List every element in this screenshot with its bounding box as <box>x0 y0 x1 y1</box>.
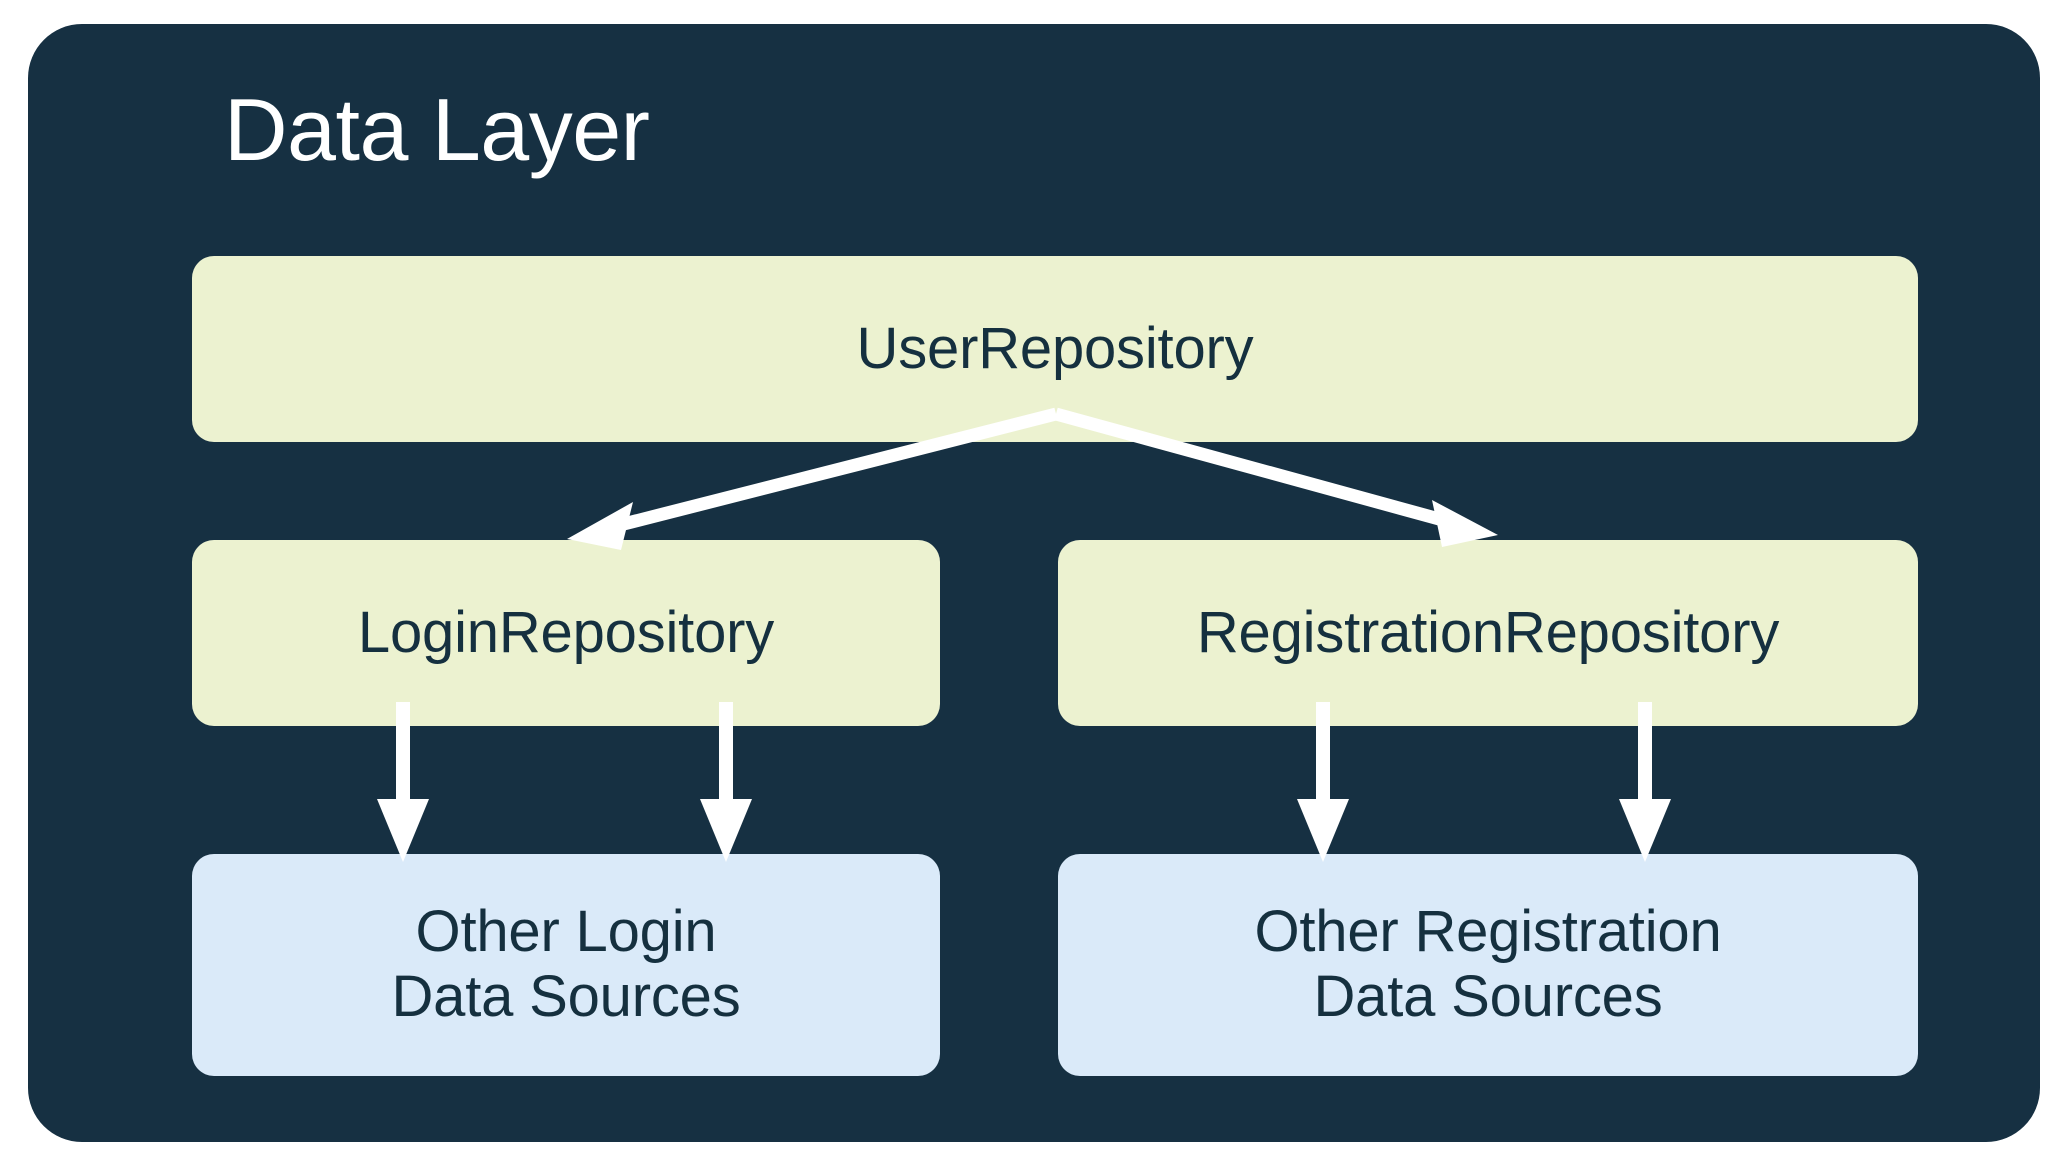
node-registration-repository-label: RegistrationRepository <box>1196 599 1780 665</box>
node-login-repository[interactable]: LoginRepository <box>192 540 940 726</box>
page-title: Data Layer <box>224 80 650 179</box>
node-login-repository-label: LoginRepository <box>357 599 775 665</box>
node-other-login-data-sources[interactable]: Other Login Data Sources <box>192 854 940 1076</box>
node-user-repository-label: UserRepository <box>856 315 1254 381</box>
data-layer-container: Data Layer UserRepository LoginRepositor… <box>28 24 2040 1142</box>
node-other-registration-data-sources-label: Other Registration Data Sources <box>1254 899 1722 1029</box>
node-other-login-data-sources-label: Other Login Data Sources <box>391 899 741 1029</box>
node-registration-repository[interactable]: RegistrationRepository <box>1058 540 1918 726</box>
node-user-repository[interactable]: UserRepository <box>192 256 1918 442</box>
node-other-registration-data-sources[interactable]: Other Registration Data Sources <box>1058 854 1918 1076</box>
